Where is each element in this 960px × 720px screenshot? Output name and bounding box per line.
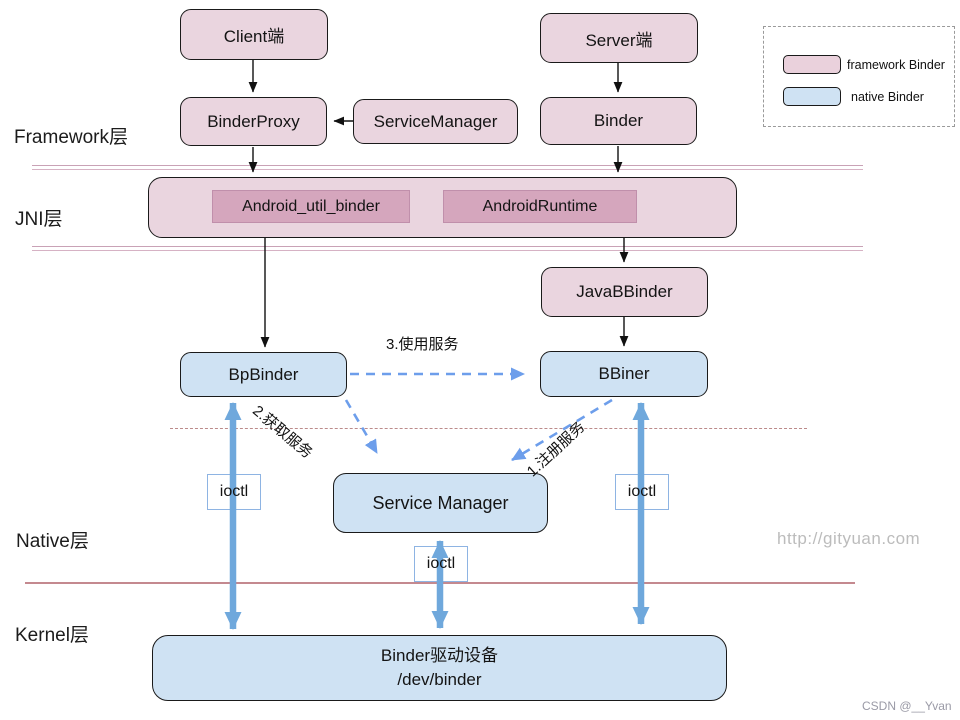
- node-binder: Binder: [540, 97, 697, 145]
- legend: framework Binder native Binder: [763, 26, 955, 127]
- node-java-bbinder-label: JavaBBinder: [576, 282, 673, 301]
- node-bp-binder: BpBinder: [180, 352, 347, 397]
- ioctl-left-label: ioctl: [219, 483, 249, 500]
- layer-label-kernel: Kernel层: [15, 625, 89, 646]
- legend-framework-label: framework Binder: [847, 58, 945, 72]
- node-binder-proxy-label: BinderProxy: [207, 111, 300, 131]
- watermark-csdn: CSDN @__Yvan: [862, 699, 952, 713]
- node-binder-driver-label: Binder驱动设备 /dev/binder: [381, 644, 498, 692]
- node-binder-proxy: BinderProxy: [180, 97, 327, 146]
- divider-native-kernel: [25, 582, 855, 584]
- legend-native-swatch: [783, 87, 841, 106]
- ioctl-right-label: ioctl: [627, 483, 657, 500]
- node-bbiner: BBiner: [540, 351, 708, 397]
- node-android-runtime-label: AndroidRuntime: [482, 197, 598, 215]
- node-service-manager-native-label: Service Manager: [372, 492, 509, 513]
- node-binder-driver: Binder驱动设备 /dev/binder: [152, 635, 727, 701]
- node-service-manager-native: Service Manager: [333, 473, 548, 533]
- watermark-gityuan: http://gityuan.com: [777, 529, 921, 548]
- node-android-util-binder-label: Android_util_binder: [242, 197, 380, 215]
- edge-label-get-service: 2.获取服务: [249, 402, 316, 462]
- layer-label-framework: Framework层: [14, 127, 129, 148]
- divider-dashed-native: [170, 428, 807, 429]
- node-bp-binder-label: BpBinder: [228, 364, 299, 384]
- divider-jni-native: [32, 246, 863, 251]
- node-server-label: Server端: [585, 30, 653, 50]
- node-service-manager-framework-label: ServiceManager: [373, 111, 498, 131]
- edge-label-register-service: 1.注册服务: [523, 418, 589, 481]
- ioctl-middle-box: ioctl: [414, 546, 468, 582]
- node-service-manager-framework: ServiceManager: [353, 99, 518, 144]
- node-android-runtime: AndroidRuntime: [443, 190, 637, 223]
- divider-framework-jni: [32, 165, 863, 170]
- node-client-label: Client端: [223, 27, 285, 46]
- edge-label-use-service: 3.使用服务: [386, 336, 459, 353]
- layer-label-jni: JNI层: [15, 209, 63, 230]
- ioctl-right-box: ioctl: [615, 474, 669, 510]
- legend-framework-swatch: [783, 55, 841, 74]
- arrow-get-service: [344, 399, 379, 454]
- binder-driver-line1: Binder驱动设备: [380, 646, 499, 666]
- legend-native-label: native Binder: [851, 90, 924, 104]
- node-client: Client端: [180, 9, 328, 60]
- node-binder-label: Binder: [593, 111, 644, 130]
- node-java-bbinder: JavaBBinder: [541, 267, 708, 317]
- node-server: Server端: [540, 13, 698, 63]
- node-android-util-binder: Android_util_binder: [212, 190, 410, 223]
- binder-driver-line2: /dev/binder: [397, 670, 482, 689]
- node-bbiner-label: BBiner: [598, 364, 650, 383]
- ioctl-left-box: ioctl: [207, 474, 261, 510]
- layer-label-native: Native层: [16, 531, 89, 552]
- ioctl-middle-label: ioctl: [426, 555, 456, 572]
